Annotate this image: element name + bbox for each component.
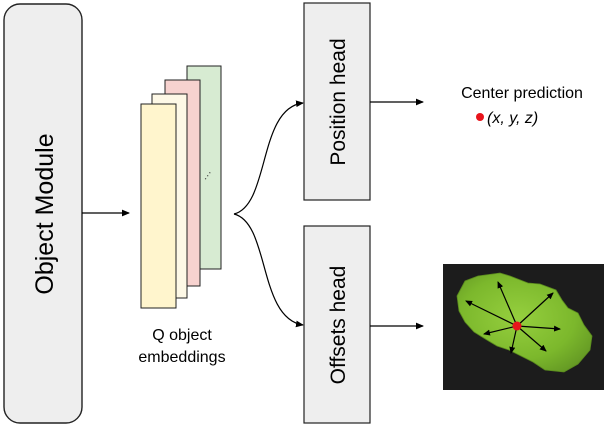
offset-vector [516,325,561,332]
offsets-head-block: Offsets head [303,225,371,424]
offset-vector [516,325,547,352]
offset-center-dot [512,321,522,331]
position-head-label: Position head [327,38,350,165]
center-prediction-coords: (x, y, z) [487,110,538,127]
object-mesh [456,272,593,373]
object-module-block: Object Module [3,3,83,424]
embeddings-stack: ··· [140,65,222,309]
offsets-head-label: Offsets head [327,266,350,385]
curve-to-position-head [233,100,304,215]
offsets-visualization [443,264,604,390]
center-prediction-dot [476,113,484,121]
object-module-label: Object Module [31,133,59,294]
embedding-card-yellow [140,103,177,309]
embeddings-caption-line2: embeddings [138,349,225,366]
offset-vector [497,281,518,327]
center-prediction-title: Center prediction [461,85,583,102]
offset-vector [465,300,518,327]
curve-to-offsets-head [233,213,304,328]
offset-vector [483,325,518,336]
position-head-block: Position head [303,2,371,201]
embeddings-caption-line1: Q object [152,327,212,344]
offset-vector [516,292,554,327]
offset-vector [509,325,518,354]
